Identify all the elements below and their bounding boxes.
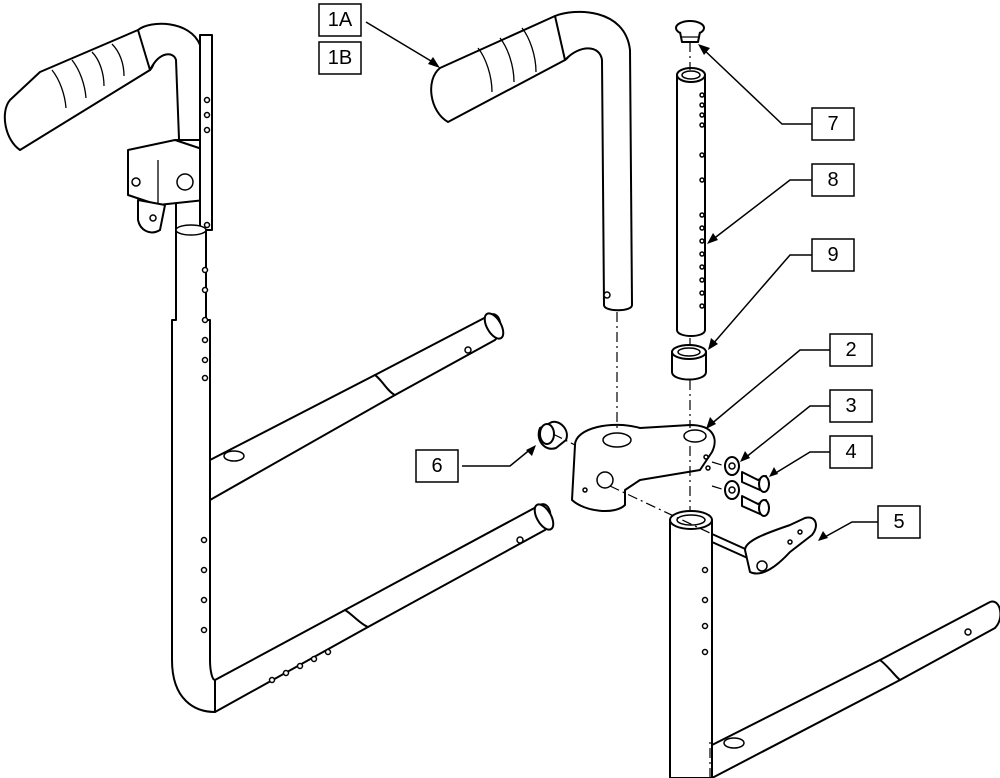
callout-7: 7	[811, 107, 855, 141]
callout-2-label: 2	[845, 339, 856, 361]
callout-9-label: 9	[827, 244, 838, 266]
washers-part	[724, 456, 740, 500]
callout-4: 4	[829, 435, 873, 469]
callout-7-label: 7	[827, 113, 838, 135]
callout-9: 9	[811, 238, 855, 272]
right-frame-tube	[669, 510, 1000, 778]
quick-release-lever-part	[711, 516, 817, 575]
callout-1b: 1B	[318, 41, 362, 75]
adjustment-tube-part	[676, 67, 706, 337]
callout-6-label: 6	[431, 455, 442, 477]
callout-8: 8	[811, 163, 855, 197]
push-handle-part	[430, 10, 633, 312]
callout-1a-label: 1A	[328, 9, 353, 31]
callout-3: 3	[829, 389, 873, 423]
assembly-lines	[552, 42, 726, 778]
clamp-bracket-part	[571, 423, 716, 512]
callout-2: 2	[829, 333, 873, 367]
callout-4-label: 4	[845, 441, 856, 463]
assembled-frame	[3, 22, 555, 713]
callout-6: 6	[415, 449, 459, 483]
callout-3-label: 3	[845, 395, 856, 417]
callout-5-label: 5	[893, 511, 904, 533]
bushing-part	[671, 344, 707, 381]
screws-part	[741, 471, 770, 517]
spacer-part	[537, 420, 568, 450]
callout-1b-label: 1B	[328, 47, 352, 69]
leader-lines	[365, 21, 878, 541]
callout-5: 5	[877, 505, 921, 539]
end-cap-part	[675, 20, 705, 43]
callout-1a: 1A	[318, 3, 362, 37]
callout-8-label: 8	[827, 169, 838, 191]
